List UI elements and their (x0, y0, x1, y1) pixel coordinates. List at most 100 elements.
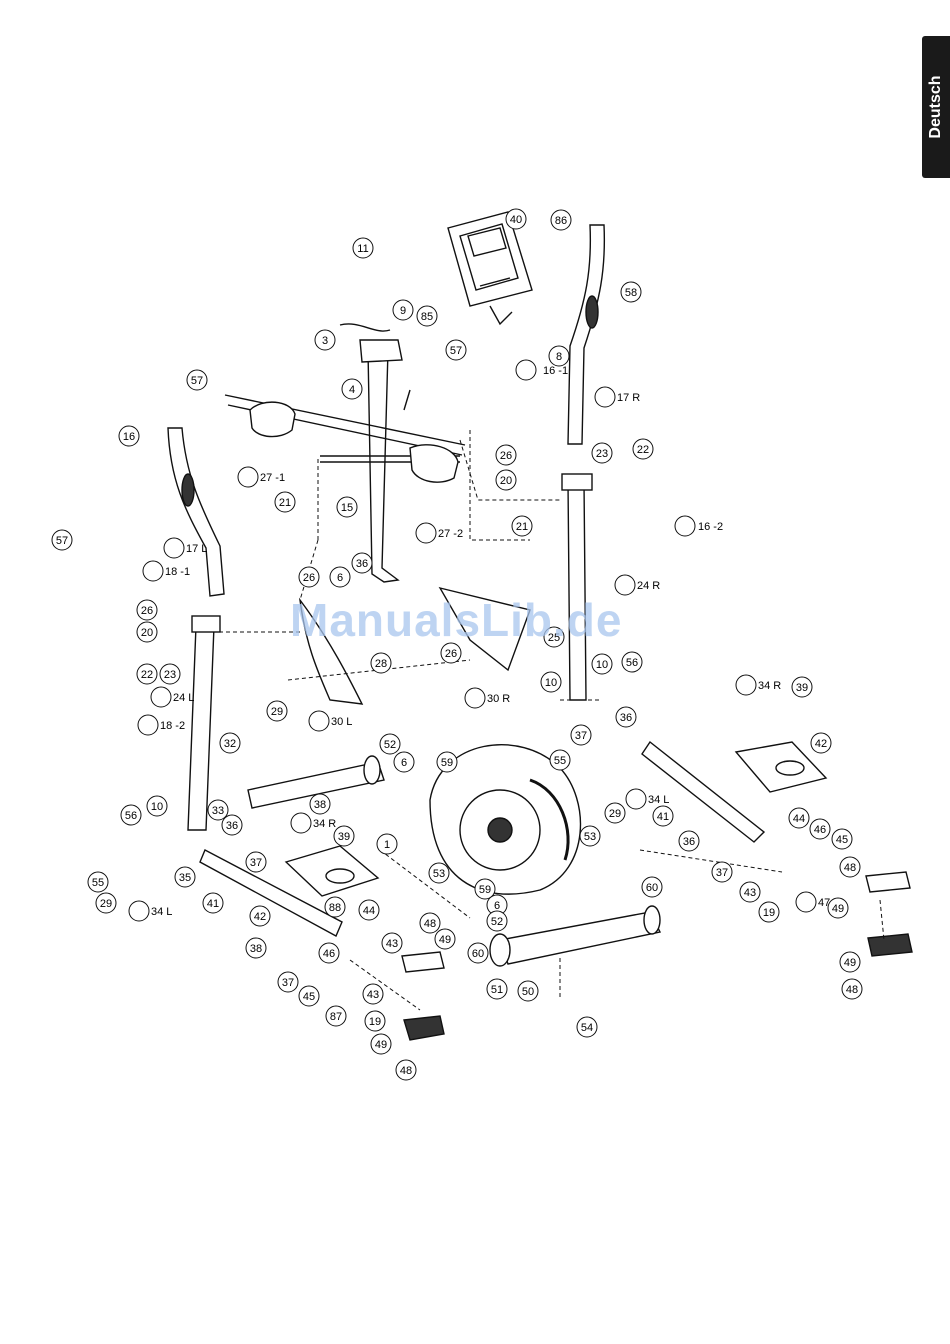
callout-1: 1 (376, 833, 398, 855)
svg-text:19: 19 (763, 907, 775, 919)
callout-3: 3 (314, 329, 336, 351)
svg-text:36: 36 (683, 836, 695, 848)
callout-37: 37 (570, 724, 592, 746)
svg-text:33: 33 (212, 805, 224, 817)
callout-20: 20 (495, 469, 517, 491)
callout-11: 11 (352, 237, 374, 259)
svg-text:43: 43 (744, 887, 756, 899)
svg-text:38: 38 (250, 943, 262, 955)
svg-text:45: 45 (303, 991, 315, 1003)
svg-text:36: 36 (356, 558, 368, 570)
svg-text:55: 55 (554, 755, 566, 767)
callout-20-b: 20 (136, 621, 158, 643)
svg-text:42: 42 (815, 738, 827, 750)
callout-57-c: 57 (51, 529, 73, 551)
svg-text:25: 25 (548, 632, 560, 644)
callout-53-b: 53 (428, 862, 450, 884)
callout-41-b: 41 (202, 892, 224, 914)
svg-text:1: 1 (384, 839, 390, 851)
svg-text:53: 53 (584, 831, 596, 843)
callout-86: 86 (550, 209, 572, 231)
svg-text:43: 43 (386, 938, 398, 950)
svg-text:41: 41 (657, 811, 669, 823)
svg-text:56: 56 (626, 657, 638, 669)
callout-34R-b: 34 R (290, 812, 336, 834)
svg-text:23: 23 (596, 448, 608, 460)
svg-text:57: 57 (450, 345, 462, 357)
callout-4: 4 (341, 378, 363, 400)
callout-33: 33 (207, 799, 229, 821)
svg-text:34 L: 34 L (648, 794, 669, 806)
callout-24L: 24 L (150, 686, 194, 708)
side-cover-left-drawing (298, 597, 364, 705)
svg-text:52: 52 (384, 739, 396, 751)
svg-text:51: 51 (491, 984, 503, 996)
svg-text:39: 39 (338, 831, 350, 843)
svg-text:20: 20 (141, 627, 153, 639)
callout-56-b: 56 (120, 804, 142, 826)
callout-48-b: 48 (419, 912, 441, 934)
callout-45-b: 45 (298, 985, 320, 1007)
callout-85: 85 (416, 305, 438, 327)
svg-text:34 L: 34 L (151, 906, 172, 918)
callout-60: 60 (641, 876, 663, 898)
callout-30L: 30 L (308, 710, 352, 732)
callout-27-2: 27 -2 (415, 522, 463, 544)
callout-42-b: 42 (249, 905, 271, 927)
svg-text:48: 48 (400, 1065, 412, 1077)
callout-27-1: 27 -1 (237, 466, 285, 488)
callout-23: 23 (591, 442, 613, 464)
callout-45: 45 (831, 828, 853, 850)
rear-stabilizer-drawing (247, 755, 385, 809)
callout-40: 40 (505, 208, 527, 230)
svg-text:46: 46 (323, 948, 335, 960)
callout-43-b: 43 (381, 932, 403, 954)
callout-59: 59 (436, 751, 458, 773)
callout-26-b: 26 (136, 599, 158, 621)
svg-text:45: 45 (836, 834, 848, 846)
callout-52-b: 52 (486, 910, 508, 932)
svg-text:40: 40 (510, 214, 522, 226)
callout-17L: 17 L (163, 537, 207, 559)
callout-8: 8 (548, 345, 570, 367)
svg-text:37: 37 (575, 730, 587, 742)
svg-text:56: 56 (125, 810, 137, 822)
svg-text:43: 43 (367, 989, 379, 1001)
svg-text:32: 32 (224, 738, 236, 750)
svg-text:49: 49 (844, 957, 856, 969)
svg-text:26: 26 (500, 450, 512, 462)
svg-text:87: 87 (330, 1011, 342, 1023)
callout-51: 51 (486, 978, 508, 1000)
callout-22-b: 22 (136, 663, 158, 685)
svg-text:6: 6 (401, 757, 407, 769)
svg-text:24 R: 24 R (637, 580, 660, 592)
callout-10: 10 (591, 653, 613, 675)
callout-44-b: 44 (358, 899, 380, 921)
callout-23-b: 23 (159, 663, 181, 685)
callout-29-b: 29 (604, 802, 626, 824)
svg-text:59: 59 (441, 757, 453, 769)
svg-text:30 L: 30 L (331, 716, 352, 728)
svg-text:36: 36 (226, 820, 238, 832)
svg-text:37: 37 (250, 857, 262, 869)
callout-21: 21 (274, 491, 296, 513)
svg-text:16: 16 (123, 431, 135, 443)
right-upright-drawing (561, 473, 593, 701)
left-pedal-drawing (284, 845, 380, 897)
watermark: ManualsLib.de (290, 594, 623, 646)
svg-text:26: 26 (141, 605, 153, 617)
callout-36-d: 36 (678, 830, 700, 852)
callout-19: 19 (758, 901, 780, 923)
callout-55: 55 (549, 749, 571, 771)
callout-58: 58 (620, 281, 642, 303)
callout-59-b: 59 (474, 878, 496, 900)
svg-text:55: 55 (92, 877, 104, 889)
callout-26-d: 26 (440, 642, 462, 664)
console-drawing (447, 211, 533, 326)
svg-text:18 -1: 18 -1 (165, 566, 190, 578)
callout-18-1: 18 -1 (142, 560, 190, 582)
svg-text:88: 88 (329, 902, 341, 914)
svg-text:57: 57 (191, 375, 203, 387)
callout-29: 29 (266, 700, 288, 722)
svg-text:29: 29 (271, 706, 283, 718)
